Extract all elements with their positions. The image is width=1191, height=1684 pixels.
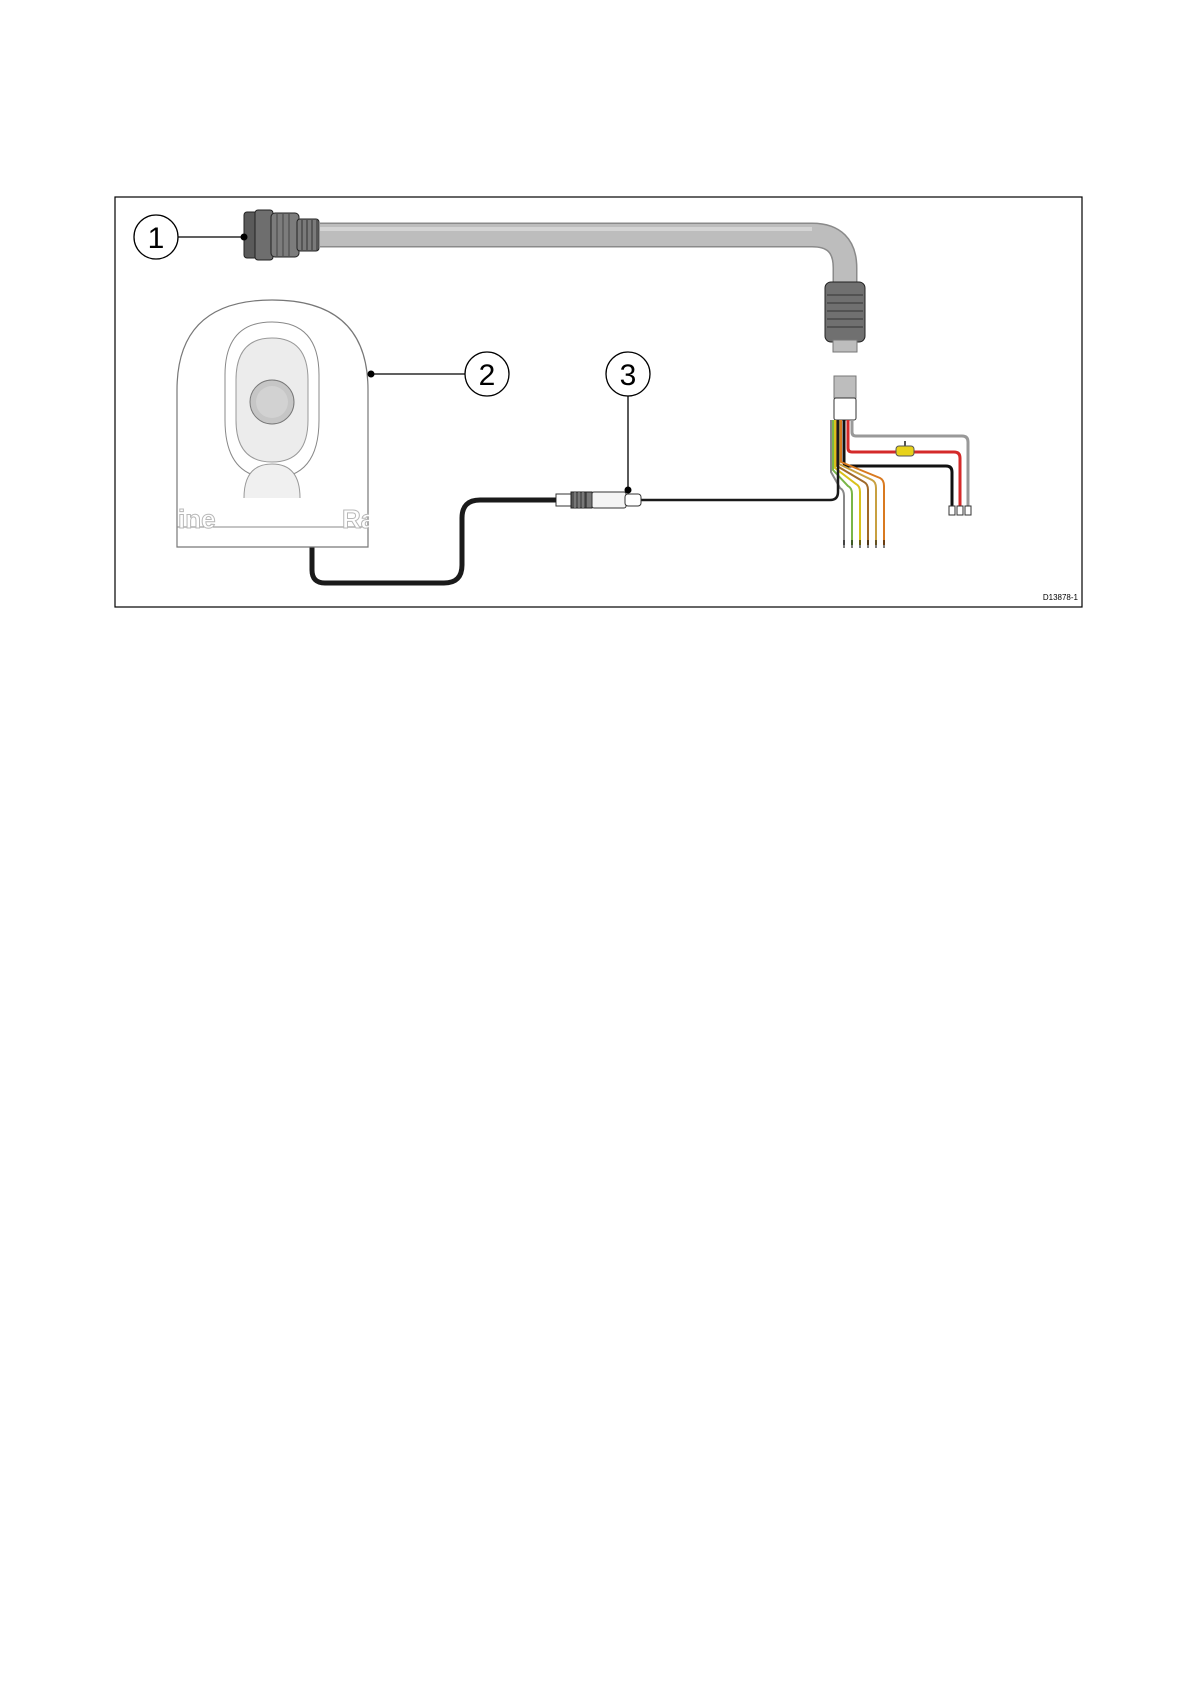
callout-1: 1: [134, 215, 248, 259]
cable-break-segment: [834, 376, 856, 420]
callout-3: 3: [606, 352, 650, 494]
callout-3-label: 3: [620, 359, 637, 392]
power-wires: [844, 420, 971, 515]
reference-code: D13878-1: [1043, 593, 1079, 602]
brand-fragment-left: ine: [178, 504, 216, 534]
cable-end-connector: [244, 210, 319, 260]
ferrite-core: [825, 282, 865, 352]
video-lead-thin: [640, 420, 838, 500]
main-cable: [320, 229, 845, 285]
callout-2: 2: [368, 352, 510, 396]
inline-video-connector: [556, 492, 641, 508]
callout-1-label: 1: [148, 222, 165, 255]
camera-unit: ine Ray: [177, 300, 419, 547]
callout-2-label: 2: [479, 359, 496, 392]
